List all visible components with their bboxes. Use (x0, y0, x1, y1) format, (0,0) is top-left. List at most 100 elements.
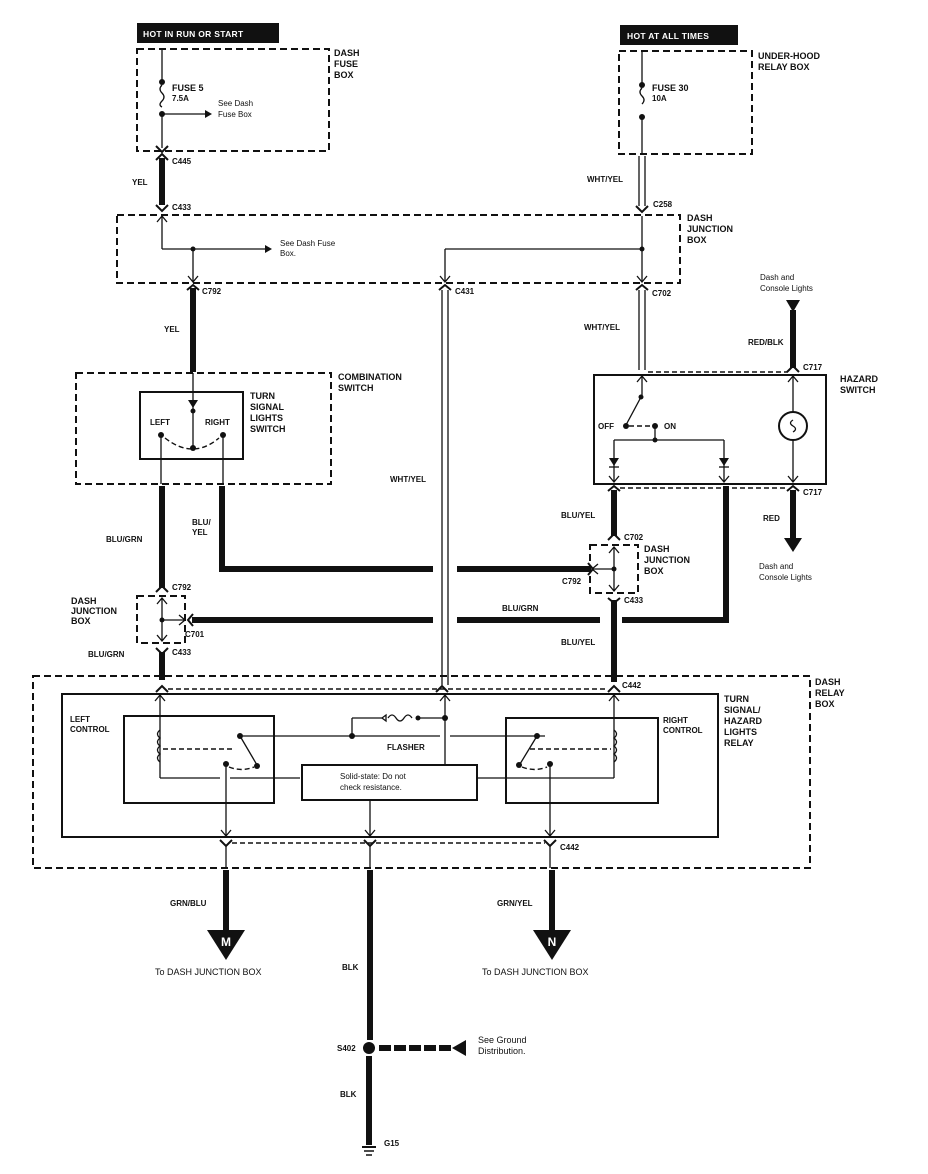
connector-c792-right: C792 (562, 577, 582, 586)
splice-s402 (363, 1042, 375, 1054)
connector-c717-top: C717 (803, 363, 823, 372)
connector-c792-left: C792 (172, 583, 192, 592)
switch-label-on: ON (664, 422, 676, 431)
wire-label-wht-yel-3: WHT/YEL (390, 475, 426, 484)
combination-switch-outline (75, 372, 332, 485)
wire-label-blu-yel-3: BLU/YEL (561, 638, 595, 647)
to-dash-junction-box-n: To DASH JUNCTION BOX (482, 967, 589, 977)
ground-g15: G15 (384, 1139, 400, 1148)
flasher-label: FLASHER (387, 743, 425, 752)
wire-label-blk-1: BLK (342, 963, 359, 972)
connector-c433-left: C433 (172, 648, 192, 657)
arrow-right-icon (265, 245, 272, 253)
dash-console-lights-note-bottom: Dash and Console Lights (759, 562, 812, 582)
hot-at-all-times-banner-text: HOT AT ALL TIMES (627, 31, 709, 41)
connector-c702-mid: C702 (624, 533, 644, 542)
terminal-n-icon (533, 930, 571, 960)
under-hood-relay-box-label: UNDER-HOOD RELAY BOX (758, 51, 823, 72)
wire-label-blu-grn-2: BLU/GRN (502, 604, 539, 613)
solid-state-note: Solid-state: Do not check resistance. (340, 772, 408, 792)
fuse-5-rating: 7.5A (172, 94, 189, 103)
turn-signal-hazard-relay-label: TURN SIGNAL/ HAZARD LIGHTS RELAY (724, 694, 765, 748)
diode-icon (188, 400, 198, 408)
connector-c702-top: C702 (652, 289, 672, 298)
see-ground-distribution-note: See Ground Distribution. (478, 1035, 529, 1056)
connector-c701: C701 (185, 630, 205, 639)
fuse-5-name: FUSE 5 (172, 83, 204, 93)
switch-label-right: RIGHT (205, 418, 230, 427)
right-control-box (505, 717, 659, 804)
left-control-label: LEFT CONTROL (70, 715, 110, 734)
turn-signal-hazard-relay-outline (61, 693, 719, 838)
connector-c433-right: C433 (624, 596, 644, 605)
see-dash-fuse-box-note-1: See Dash Fuse Box (218, 99, 255, 119)
connector-s402: S402 (337, 1044, 356, 1053)
wire-label-blu-grn-3: BLU/GRN (88, 650, 125, 659)
connector-c717-bottom: C717 (803, 488, 823, 497)
combination-switch-label: COMBINATION SWITCH (338, 372, 404, 393)
wire-label-blu-yel-1: BLU/ YEL (192, 518, 213, 537)
turn-signal-lights-switch-label: TURN SIGNAL LIGHTS SWITCH (250, 391, 286, 434)
ground-icon (362, 1146, 376, 1156)
turn-signal-lights-switch-outline (139, 391, 244, 460)
see-dash-fuse-box-note-2: See Dash Fuse Box. (280, 239, 337, 258)
dash-junction-box-top-label: DASH JUNCTION BOX (687, 213, 736, 245)
dash-junction-box-top-outline (116, 214, 681, 284)
hazard-switch-lever (625, 396, 642, 426)
wire-label-grn-yel: GRN/YEL (497, 899, 533, 908)
under-hood-relay-box-outline (618, 50, 753, 155)
dash-junction-box-right-label: DASH JUNCTION BOX (644, 544, 693, 576)
terminal-m-icon (207, 930, 245, 960)
wire-label-red-blk: RED/BLK (748, 338, 784, 347)
to-dash-junction-box-m: To DASH JUNCTION BOX (155, 967, 262, 977)
wire-label-blu-yel-2: BLU/YEL (561, 511, 595, 520)
dash-fuse-box-label: DASH FUSE BOX (334, 48, 362, 80)
arrow-right-icon (205, 110, 212, 118)
relay-coil-icon (156, 729, 162, 763)
dash-junction-box-left-label: DASH JUNCTION BOX (71, 596, 120, 626)
triangle-terminal-icon (786, 300, 800, 312)
connector-c442-top: C442 (622, 681, 642, 690)
fuse-5-terminal (159, 79, 165, 85)
arrow-left-icon (452, 1040, 466, 1056)
hazard-switch-outline (593, 374, 827, 485)
dash-relay-box-outline (32, 675, 811, 869)
wire-label-wht-yel-1: WHT/YEL (587, 175, 623, 184)
fuse-30-name: FUSE 30 (652, 83, 689, 93)
fuse-30-icon (639, 87, 645, 105)
dash-fuse-box-outline (136, 48, 330, 152)
solid-state-note-box (301, 764, 478, 801)
connector-c792-top: C792 (202, 287, 222, 296)
hot-in-run-banner-text: HOT IN RUN OR START (143, 29, 244, 39)
connector-c442-bottom: C442 (560, 843, 580, 852)
fuse-5-icon (159, 84, 165, 108)
connector-c258: C258 (653, 200, 673, 209)
dash-console-lights-note-top: Dash and Console Lights (760, 273, 813, 293)
hazard-switch-label: HAZARD SWITCH (840, 374, 881, 395)
right-relay-contact (519, 735, 538, 765)
fuse-30-terminal (639, 82, 645, 88)
diode-icon (719, 458, 729, 466)
arrow-down-icon (784, 538, 802, 552)
hot-in-run-banner: HOT IN RUN OR START (137, 23, 279, 43)
hot-at-all-times-banner: HOT AT ALL TIMES (620, 25, 738, 45)
dash-relay-box-label: DASH RELAY BOX (815, 677, 847, 709)
diode-icon (609, 458, 619, 466)
left-control-box (123, 715, 275, 804)
connector-c433-top: C433 (172, 203, 192, 212)
wire-label-yel-1: YEL (132, 178, 148, 187)
connector-c445: C445 (172, 157, 192, 166)
switch-label-left: LEFT (150, 418, 170, 427)
connector-c431: C431 (455, 287, 475, 296)
wire-label-red: RED (763, 514, 780, 523)
relay-coil-icon (612, 729, 618, 763)
wire-label-blk-2: BLK (340, 1090, 357, 1099)
right-control-label: RIGHT CONTROL (663, 716, 703, 735)
terminal-n-label: N (548, 935, 557, 949)
wire-label-wht-yel-2: WHT/YEL (584, 323, 620, 332)
switch-label-off: OFF (598, 422, 614, 431)
dash-junction-box-right-outline (589, 544, 639, 594)
fuse-30-rating: 10A (652, 94, 667, 103)
terminal-m-label: M (221, 935, 231, 949)
